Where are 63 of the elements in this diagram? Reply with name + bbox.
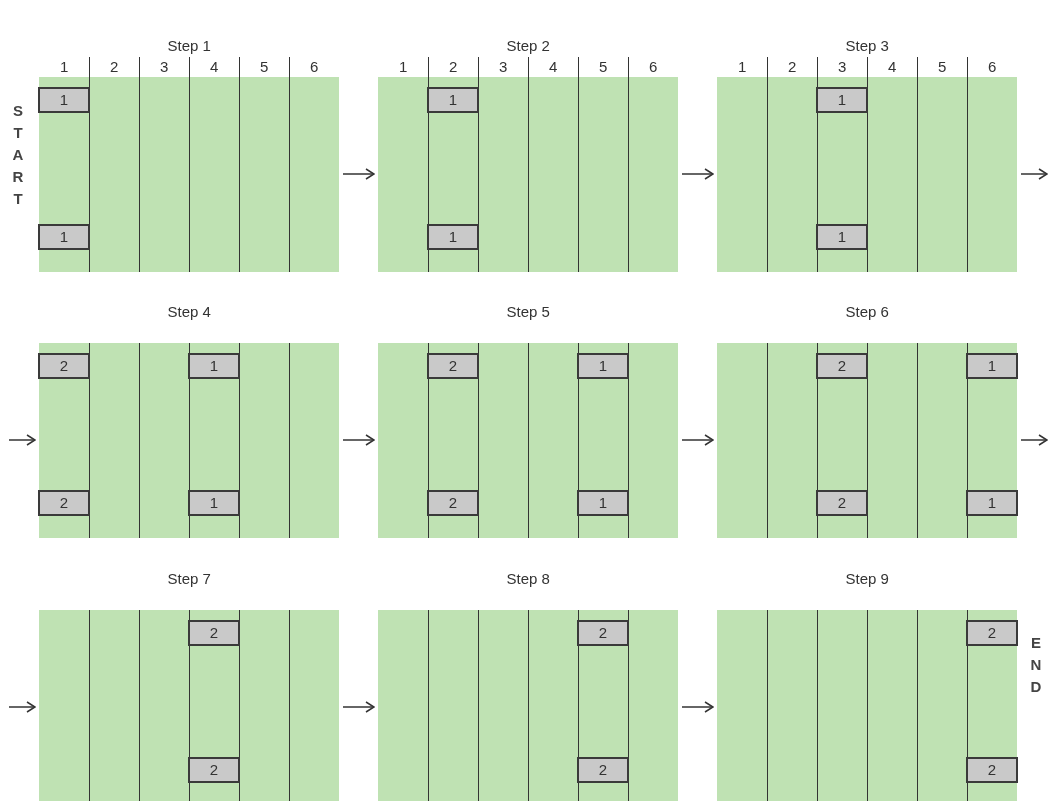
block-box: 1 [577, 490, 629, 516]
arrow [342, 701, 375, 713]
vertical-word: START [12, 101, 24, 209]
block-box: 2 [577, 757, 629, 783]
column-number: 4 [549, 58, 558, 75]
column-number: 4 [888, 58, 897, 75]
block-box: 2 [427, 353, 479, 379]
arrow [681, 701, 714, 713]
column-number: 1 [399, 58, 408, 75]
column-number: 2 [110, 58, 119, 75]
step-heading: Step 7 [167, 570, 211, 587]
column-number: 1 [60, 58, 69, 75]
block-box: 2 [816, 353, 868, 379]
arrow [8, 701, 36, 713]
step-heading: Step 1 [167, 37, 211, 54]
column-number: 3 [838, 58, 847, 75]
block-box: 1 [188, 490, 240, 516]
column-number: 6 [988, 58, 997, 75]
column-number: 2 [449, 58, 458, 75]
arrow [1020, 168, 1048, 180]
block-box: 2 [38, 353, 90, 379]
arrow [681, 168, 714, 180]
block-box: 2 [188, 620, 240, 646]
step-heading: Step 8 [506, 570, 550, 587]
column-number: 4 [210, 58, 219, 75]
block-box: 1 [427, 224, 479, 250]
arrow [342, 168, 375, 180]
column-number: 5 [260, 58, 269, 75]
arrow [681, 434, 714, 446]
vertical-word: END [1030, 633, 1042, 697]
arrow [1020, 434, 1048, 446]
step-heading: Step 6 [845, 303, 889, 320]
step-heading: Step 5 [506, 303, 550, 320]
block-box: 2 [816, 490, 868, 516]
block-box: 1 [966, 353, 1018, 379]
block-box: 2 [966, 757, 1018, 783]
block-box: 1 [38, 224, 90, 250]
step-heading: Step 4 [167, 303, 211, 320]
block-box: 2 [38, 490, 90, 516]
step-heading: Step 3 [845, 37, 889, 54]
block-box: 1 [816, 87, 868, 113]
block-box: 1 [188, 353, 240, 379]
block-box: 1 [577, 353, 629, 379]
arrow [8, 434, 36, 446]
column-number: 1 [738, 58, 747, 75]
column-number: 5 [938, 58, 947, 75]
arrow [342, 434, 375, 446]
block-box: 1 [966, 490, 1018, 516]
step-heading: Step 9 [845, 570, 889, 587]
block-box: 2 [966, 620, 1018, 646]
column-number: 2 [788, 58, 797, 75]
block-box: 2 [577, 620, 629, 646]
step-heading: Step 2 [506, 37, 550, 54]
column-number: 5 [599, 58, 608, 75]
block-box: 1 [816, 224, 868, 250]
column-number: 3 [160, 58, 169, 75]
column-number: 3 [499, 58, 508, 75]
block-box: 2 [427, 490, 479, 516]
block-box: 1 [427, 87, 479, 113]
block-box: 2 [188, 757, 240, 783]
column-number: 6 [310, 58, 319, 75]
block-box: 1 [38, 87, 90, 113]
column-number: 6 [649, 58, 658, 75]
